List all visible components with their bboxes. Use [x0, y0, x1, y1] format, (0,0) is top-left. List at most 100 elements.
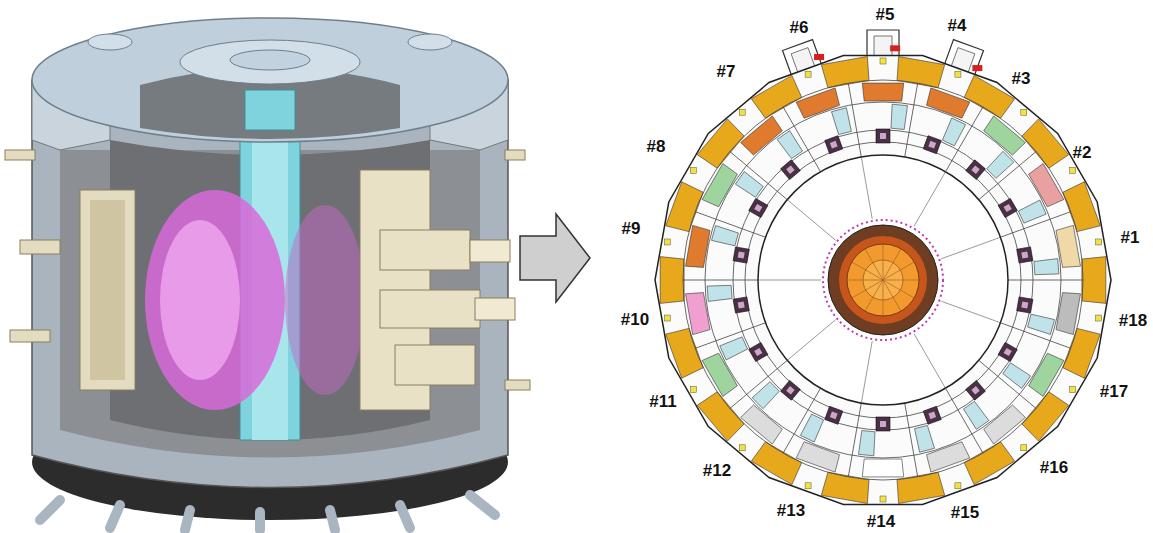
- yellow-marker: [690, 168, 696, 174]
- coil-block: [923, 406, 941, 424]
- central-ring: [839, 236, 927, 324]
- building-outline: [655, 56, 1111, 505]
- red-component: [972, 65, 982, 71]
- yellow-marker: [739, 445, 745, 451]
- coil-core: [786, 386, 794, 394]
- equipment-patch: [702, 164, 737, 207]
- central-core: [847, 244, 919, 316]
- coil-block: [876, 129, 890, 143]
- coil-core: [880, 421, 886, 427]
- yellow-marker: [1021, 109, 1027, 115]
- shield-block: [821, 57, 869, 88]
- sector-line: [683, 280, 758, 281]
- coil-core: [971, 165, 979, 173]
- coil-block: [1017, 297, 1033, 313]
- coil-block: [825, 136, 843, 154]
- equipment-patch: [741, 116, 783, 155]
- equipment-patch: [1056, 293, 1081, 335]
- sector-line: [730, 151, 787, 199]
- coil-core: [1021, 252, 1028, 259]
- inner-area: [758, 155, 1008, 405]
- coil-block: [749, 198, 768, 217]
- coil-block: [733, 297, 749, 313]
- duct-patch: [752, 382, 779, 409]
- equipment-patch: [686, 293, 711, 335]
- ring-line: [745, 142, 1021, 418]
- coil-block: [781, 160, 801, 180]
- radial-line: [914, 172, 946, 227]
- callout-number: #5: [876, 6, 895, 23]
- shield-block: [660, 257, 684, 304]
- shield-block: [964, 442, 1014, 485]
- yellow-marker: [664, 315, 670, 321]
- duct-patch: [964, 401, 989, 429]
- callout-number: #6: [790, 19, 809, 36]
- yellow-marker: [805, 71, 811, 77]
- yellow-marker: [1070, 168, 1076, 174]
- sector-line: [848, 83, 861, 157]
- coil-core: [738, 302, 745, 309]
- coil-core: [971, 386, 979, 394]
- shield-block: [964, 75, 1014, 118]
- duct-patch: [915, 425, 935, 452]
- callout-number: #2: [1073, 144, 1092, 161]
- coil-core: [1004, 348, 1012, 356]
- radial-line: [861, 341, 872, 403]
- yellow-marker: [1021, 445, 1027, 451]
- coil-core: [1021, 302, 1028, 309]
- coil-block: [923, 136, 941, 154]
- shield-block: [1082, 257, 1106, 304]
- coil-block: [966, 380, 986, 400]
- callout-number: #7: [717, 63, 736, 80]
- callout-number: #9: [622, 220, 641, 237]
- equipment-patch: [862, 83, 903, 101]
- yellow-marker: [955, 483, 961, 489]
- shield-block: [1063, 182, 1101, 232]
- core-line: [852, 262, 914, 298]
- radial-line: [787, 200, 835, 240]
- shield-block: [821, 472, 869, 503]
- callout-number: #3: [1012, 70, 1031, 87]
- equipment-patch: [1029, 353, 1064, 396]
- callout-number: #15: [951, 504, 979, 521]
- callout-number: #17: [1100, 383, 1128, 400]
- duct-patch: [987, 151, 1014, 178]
- coil-block: [966, 160, 986, 180]
- coil-core: [830, 411, 838, 419]
- sector-line: [848, 403, 861, 477]
- yellow-marker: [664, 239, 670, 245]
- equipment-patch: [702, 353, 737, 396]
- sector-line: [905, 403, 918, 477]
- duct-patch: [832, 108, 852, 135]
- yellow-marker: [739, 109, 745, 115]
- duct-patch: [1028, 314, 1055, 334]
- yellow-marker: [805, 483, 811, 489]
- equipment-patch: [741, 405, 783, 444]
- callout-number: #16: [1040, 459, 1068, 476]
- radial-line: [914, 334, 946, 389]
- plan-view: [655, 30, 1111, 505]
- red-component: [814, 54, 824, 60]
- equipment-patch: [686, 225, 711, 267]
- yellow-marker: [880, 496, 886, 502]
- duct-patch: [777, 131, 802, 159]
- yellow-marker: [1096, 315, 1102, 321]
- coil-core: [928, 141, 936, 149]
- callout-number: #10: [621, 311, 649, 328]
- duct-patch: [891, 104, 908, 129]
- equipment-patch: [927, 88, 970, 118]
- ring-line: [705, 102, 1061, 458]
- callout-number: #4: [948, 17, 967, 34]
- coil-block: [733, 247, 749, 263]
- yellow-marker: [690, 387, 696, 393]
- shield-block: [897, 57, 945, 88]
- sector-line: [730, 360, 787, 408]
- ring-line: [683, 80, 1083, 480]
- yellow-marker: [955, 71, 961, 77]
- coil-block: [1017, 247, 1033, 263]
- shield-block: [897, 472, 945, 503]
- callout-number: #13: [777, 502, 805, 519]
- coil-core: [928, 411, 936, 419]
- duct-patch: [942, 118, 965, 146]
